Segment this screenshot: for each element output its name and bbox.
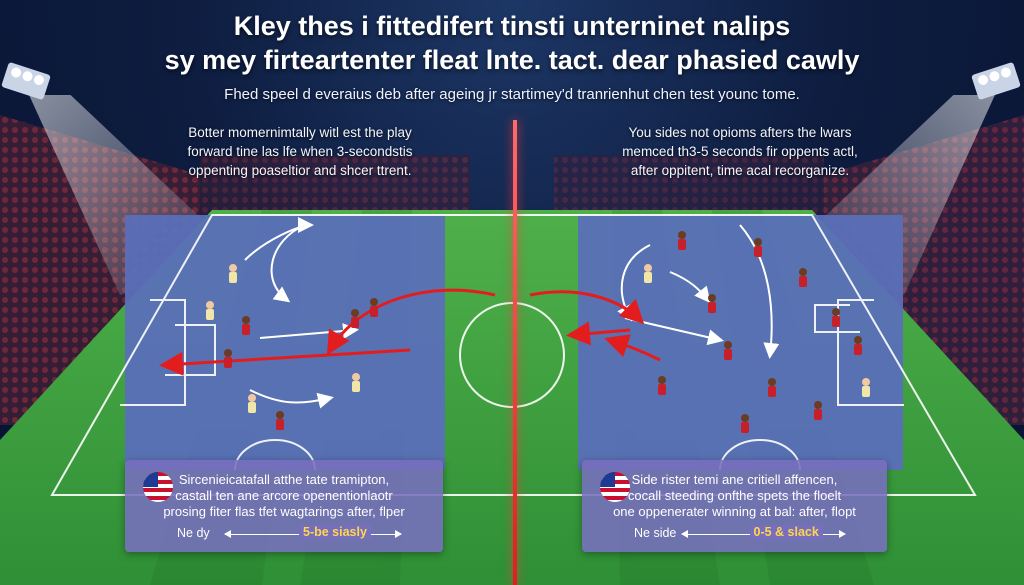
- player-icon: [248, 394, 256, 413]
- player-icon: [854, 336, 862, 355]
- player-icon: [799, 268, 807, 287]
- left-panel-line-2: castall ten ane arcore openentionlaotr: [175, 488, 393, 503]
- right-panel-line-2: cocall steeding onfthe spets the floelt: [627, 488, 842, 503]
- right-intro-line-1: You sides not opioms afters the lwars: [628, 125, 852, 140]
- player-icon: [768, 378, 776, 397]
- right-intro-line-2: memced th3-5 seconds fir oppents actl,: [622, 144, 858, 159]
- right-intro-text: You sides not opioms afters the lwars me…: [575, 123, 905, 180]
- stadium-light-icon: [1, 62, 51, 100]
- right-panel-footer: Ne side 0-5 & slack: [604, 525, 865, 542]
- left-panel-line-3: prosing fiter flas tfet wagtarings after…: [163, 504, 405, 519]
- player-icon: [276, 411, 284, 430]
- right-info-panel: Side rister temi ane critiell affencen, …: [582, 460, 887, 552]
- left-tactical-zone: [125, 215, 445, 470]
- player-icon: [741, 414, 749, 433]
- player-icon: [352, 373, 360, 392]
- center-divider: [513, 120, 517, 585]
- left-panel-line-1: Sircenieicatafall atthe tate tramipton,: [178, 472, 390, 487]
- stadium-light-icon: [971, 62, 1021, 100]
- player-icon: [862, 378, 870, 397]
- player-icon: [754, 238, 762, 257]
- left-panel-footer-value: 5-be siasly: [299, 525, 371, 539]
- left-intro-line-3: oppenting poaseltior and shcer ttrent.: [188, 163, 412, 178]
- left-panel-footer-label: Ne dy: [177, 526, 210, 540]
- title-line-2: sy mey firteartenter fleat lnte. tact. d…: [164, 45, 860, 75]
- us-flag-icon: [600, 472, 630, 502]
- left-intro-line-1: Botter momernimtally witl est the play: [188, 125, 412, 140]
- player-icon: [724, 341, 732, 360]
- right-panel-footer-value: 0-5 & slack: [749, 525, 823, 539]
- player-icon: [370, 298, 378, 317]
- title-line-1: Kley thes i fittedifert tinsti unternine…: [233, 11, 791, 41]
- right-panel-line-3: one oppenerater winning at bal: after, f…: [613, 504, 856, 519]
- left-intro-text: Botter momernimtally witl est the play f…: [140, 123, 460, 180]
- right-panel-footer-label: Ne side: [634, 526, 677, 540]
- player-icon: [658, 376, 666, 395]
- players-right: [644, 231, 870, 433]
- players-left: [206, 264, 378, 430]
- right-intro-line-3: after oppitent, time acal recorganize.: [630, 163, 850, 178]
- right-tactical-zone: [578, 215, 903, 470]
- us-flag-icon: [143, 472, 173, 502]
- player-icon: [832, 308, 840, 327]
- player-icon: [814, 401, 822, 420]
- player-icon: [351, 309, 359, 328]
- right-panel-line-1: Side rister temi ane critiell affencen,: [631, 472, 838, 487]
- player-icon: [229, 264, 237, 283]
- player-icon: [242, 316, 250, 335]
- player-icon: [644, 264, 652, 283]
- stadium-stands: [0, 95, 1024, 425]
- player-icon: [708, 294, 716, 313]
- left-intro-line-2: forward tine las lfe when 3-secondstis: [187, 144, 413, 159]
- left-panel-footer: Ne dy 5-be siasly: [147, 525, 421, 542]
- player-icon: [206, 301, 214, 320]
- player-icon: [678, 231, 686, 250]
- left-info-panel: Sircenieicatafall atthe tate tramipton, …: [125, 460, 443, 552]
- subtitle: Fhed speel d everaius deb after ageing j…: [224, 86, 800, 103]
- player-icon: [224, 349, 232, 368]
